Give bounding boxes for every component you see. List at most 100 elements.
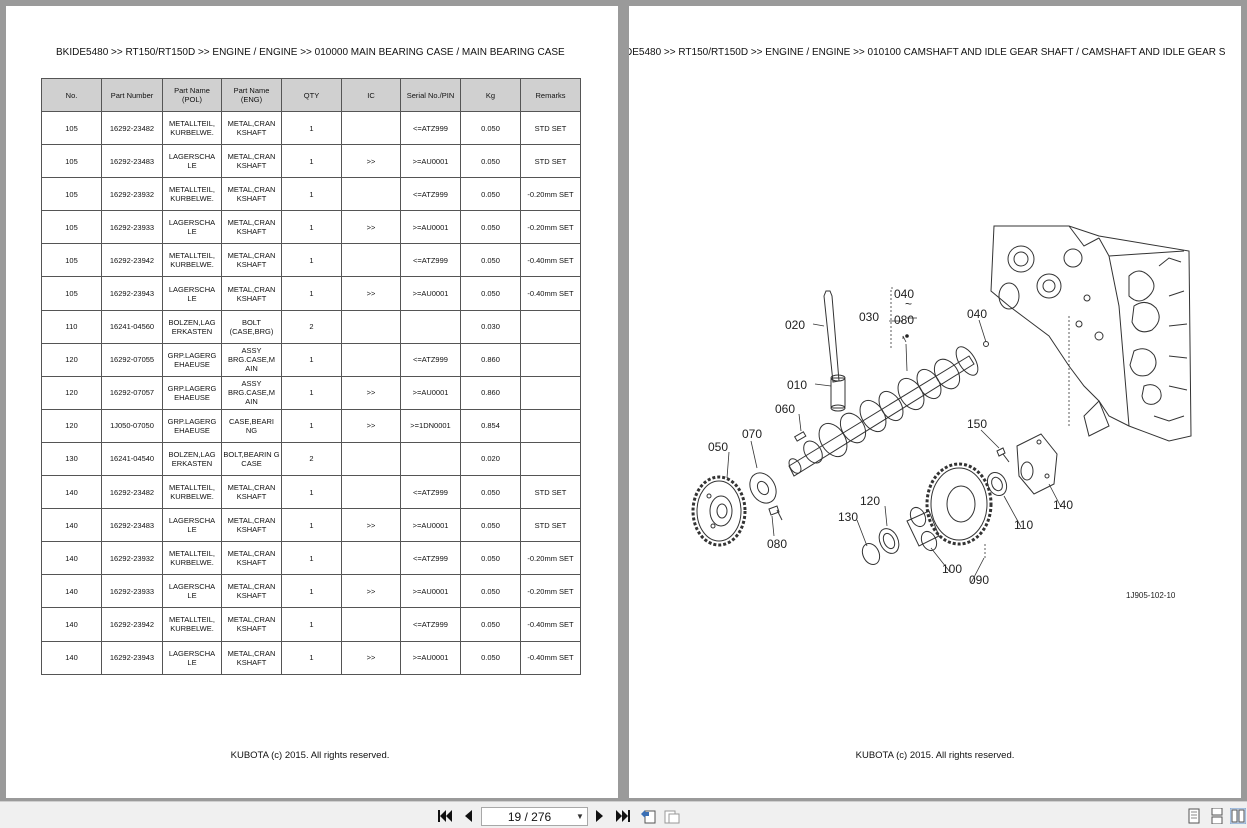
back-view-icon [641,810,656,824]
table-cell: >=AU0001 [400,210,461,245]
last-page-button[interactable] [615,808,631,824]
callout-060: 060 [775,402,795,416]
table-cell: 1 [281,110,342,146]
table-cell: >> [341,375,401,410]
previous-page-button[interactable] [460,808,476,824]
table-cell: 1 [281,408,342,443]
table-cell: 16292-23943 [101,640,163,675]
table-cell: 0.020 [460,441,521,477]
table-cell: 16292-23483 [101,144,163,179]
table-cell: 105 [41,144,102,179]
right-page: DE5480 >> RT150/RT150D >> ENGINE / ENGIN… [629,6,1241,798]
column-header: IC [341,78,401,112]
table-cell: 140 [41,574,102,609]
table-cell: GRP.LAGERG EHAEUSE [162,375,222,410]
first-page-icon [438,810,452,822]
table-cell [520,408,581,443]
table-cell: GRP.LAGERG EHAEUSE [162,408,222,443]
table-cell: >=AU0001 [400,144,461,179]
collar-120 [878,528,900,554]
table-cell: METALLTEIL, KURBELWE. [162,110,222,146]
table-cell: METALLTEIL, KURBELWE. [162,177,222,212]
two-page-view-button[interactable] [1229,808,1247,824]
table-cell: METAL,CRAN KSHAFT [221,541,282,576]
table-cell: 16292-23932 [101,177,163,212]
next-page-icon [596,810,603,822]
table-cell: ASSY BRG.CASE,M AIN [221,342,282,377]
table-cell: 0.050 [460,541,521,576]
table-cell: -0.20mm SET [520,541,581,576]
table-cell [341,110,401,146]
snap-ring-130 [861,542,881,566]
table-cell: BOLT,BEARIN G CASE [221,441,282,477]
page-header: DE5480 >> RT150/RT150D >> ENGINE / ENGIN… [629,47,1226,58]
callout-030: 030 [859,310,879,324]
table-cell: STD SET [520,508,581,543]
svg-text:~: ~ [905,297,912,311]
table-cell: METAL,CRAN KSHAFT [221,177,282,212]
engine-block-drawing [990,225,1192,442]
two-page-icon [1230,808,1246,824]
first-page-button[interactable] [437,808,453,824]
continuous-view-button[interactable] [1209,808,1225,824]
table-cell: METAL,CRAN KSHAFT [221,640,282,675]
table-cell: METAL,CRAN KSHAFT [221,475,282,510]
table-cell: METAL,CRAN KSHAFT [221,243,282,278]
table-cell: -0.40mm SET [520,276,581,311]
table-cell: 1 [281,640,342,675]
table-cell: LAGERSCHA LE [162,144,222,179]
table-cell: 1 [281,375,342,410]
table-cell: 0.050 [460,210,521,245]
table-cell [341,342,401,377]
callout-080-top: 080 [894,313,914,327]
table-cell: 105 [41,177,102,212]
table-cell: 0.860 [460,342,521,377]
table-cell: <=ATZ999 [400,475,461,510]
idle-gear-shaft-110 [986,471,1008,497]
column-header: Part Name (ENG) [221,78,282,112]
go-back-button[interactable] [640,808,656,824]
page-number-select[interactable]: 19 / 276 ▼ [481,807,588,826]
table-cell: METALLTEIL, KURBELWE. [162,475,222,510]
table-cell: 105 [41,243,102,278]
table-cell: 120 [41,408,102,443]
table-cell: METAL,CRAN KSHAFT [221,276,282,311]
table-cell [520,441,581,477]
go-forward-button[interactable] [664,808,680,824]
table-cell: 1 [281,144,342,179]
table-cell: 105 [41,210,102,245]
table-cell: METAL,CRAN KSHAFT [221,110,282,146]
callout-040-right: 040 [967,307,987,321]
page-header: BKIDE5480 >> RT150/RT150D >> ENGINE / EN… [56,47,565,58]
table-cell: -0.20mm SET [520,177,581,212]
chevron-down-icon: ▼ [576,812,584,821]
table-cell: 110 [41,309,102,344]
last-page-icon [616,810,630,822]
table-cell: METALLTEIL, KURBELWE. [162,243,222,278]
table-cell: 140 [41,541,102,576]
table-cell [520,342,581,377]
table-cell: 16241-04540 [101,441,163,477]
thrust-plate-070 [749,472,777,504]
table-cell: 1 [281,210,342,245]
column-header: Serial No./PIN [400,78,461,112]
table-cell: <=ATZ999 [400,541,461,576]
table-cell: 1 [281,574,342,609]
table-cell: 120 [41,375,102,410]
table-cell: 16292-23932 [101,541,163,576]
table-cell: 0.050 [460,475,521,510]
next-page-button[interactable] [592,808,608,824]
table-cell: LAGERSCHA LE [162,640,222,675]
table-cell: 140 [41,508,102,543]
table-cell: 1 [281,177,342,212]
camshaft-exploded-diagram: 040 ~ 080 030 040 020 010 060 070 050 08… [691,225,1192,600]
single-page-view-button[interactable] [1186,808,1202,824]
